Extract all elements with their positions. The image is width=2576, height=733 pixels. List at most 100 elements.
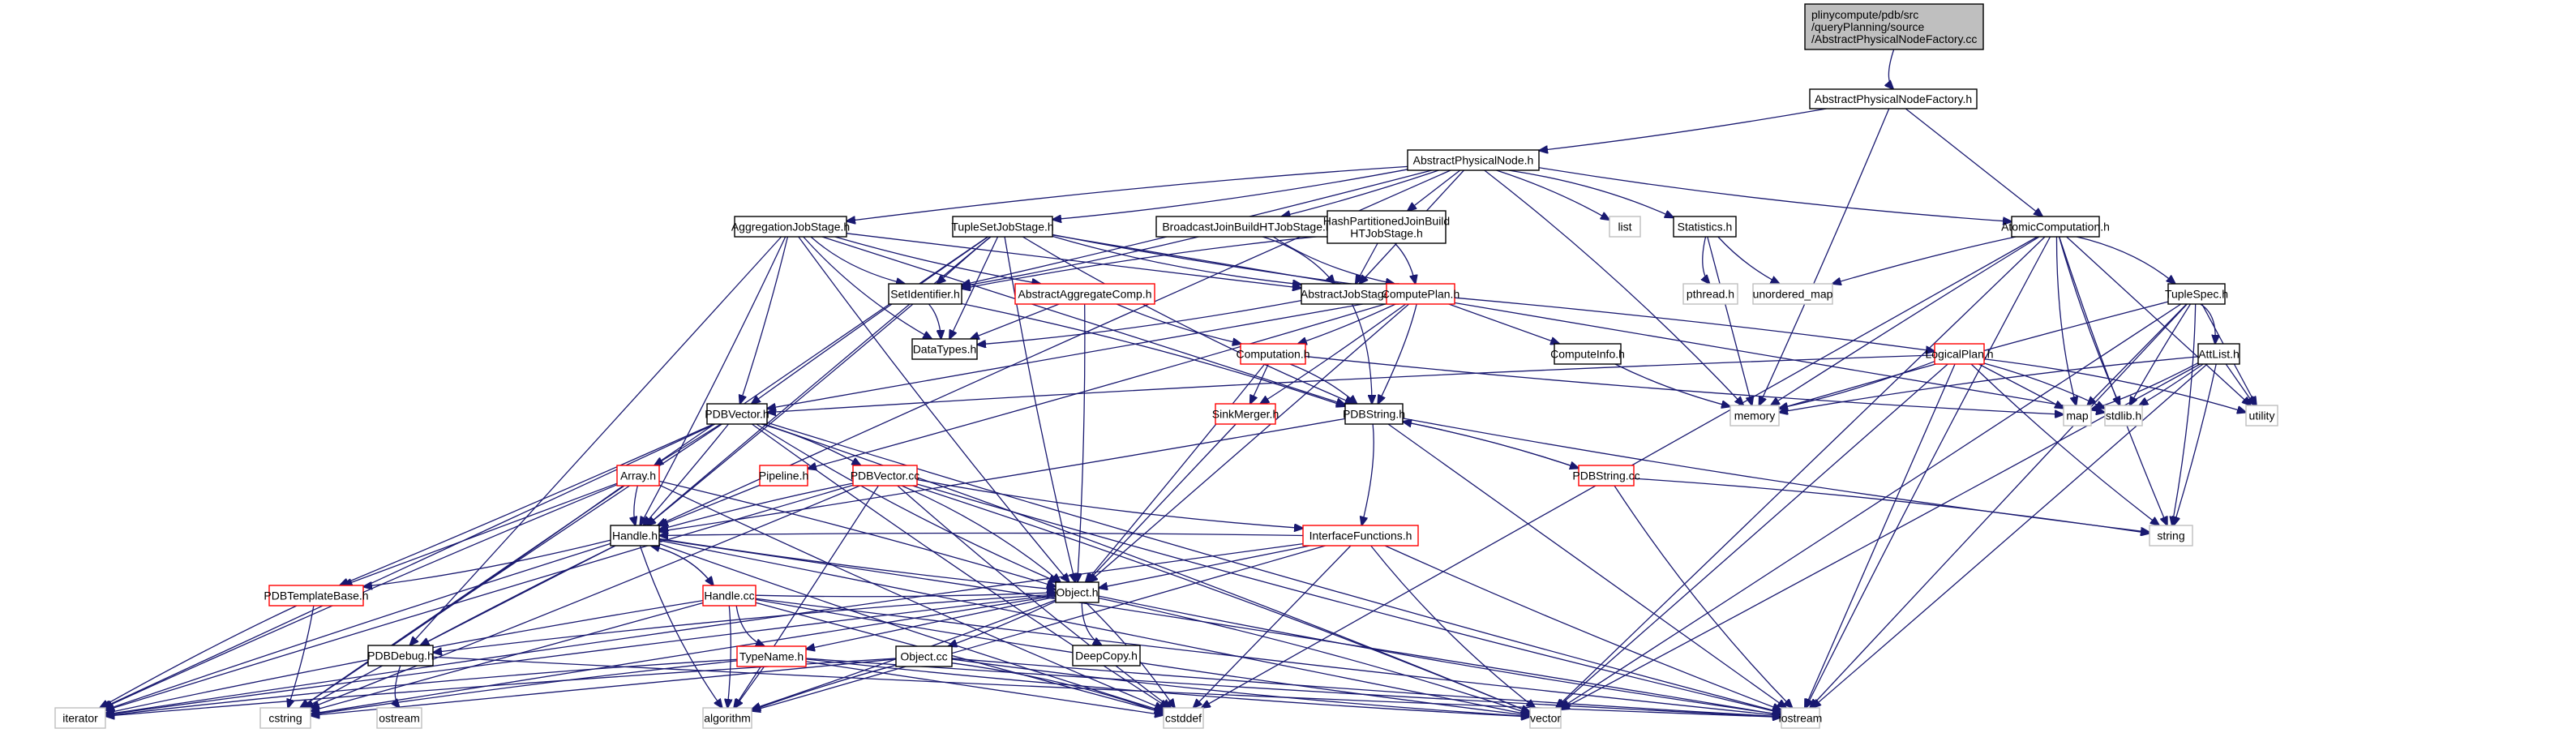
edge-pdbveccc-to-object <box>901 485 1061 582</box>
node-string: string <box>2149 525 2193 547</box>
node-ostream: ostream <box>376 707 422 729</box>
edge-tspec-to-string <box>2172 303 2197 525</box>
node-ptbase[interactable]: PDBTemplateBase.h <box>264 585 369 607</box>
edge-object-to-objectcc <box>948 600 1057 646</box>
edge-cplan-to-pipeline <box>808 302 1387 469</box>
edge-pdbvec-to-handle <box>644 423 730 525</box>
node-label: HashPartitionedJoinBuild <box>1323 215 1450 228</box>
edge-handle-to-object <box>658 538 1056 589</box>
node-dtypes[interactable]: DataTypes.h <box>911 338 978 360</box>
edge-typename-to-cstddef <box>805 661 1164 715</box>
node-absjs[interactable]: AbstractJobStage.h <box>1301 283 1399 305</box>
edge-typename-to-iterator <box>105 658 738 715</box>
node-tsjs[interactable]: TupleSetJobStage.h <box>951 216 1054 238</box>
node-tspec[interactable]: TupleSpec.h <box>2165 283 2228 305</box>
edge-apn-to-ajs <box>847 165 1408 221</box>
node-ifuncs[interactable]: InterfaceFunctions.h <box>1302 525 1419 547</box>
edge-lplan-to-utility <box>1983 358 2246 413</box>
node-box <box>702 707 752 729</box>
node-atomic[interactable]: AtomicComputation.h <box>2001 216 2110 238</box>
edge-ifuncs-to-object <box>1099 545 1310 588</box>
node-cinfo[interactable]: ComputeInfo.h <box>1550 343 1625 365</box>
edge-handlecc-to-cstddef <box>755 602 1164 713</box>
edge-setid-to-pdbstr <box>961 302 1345 406</box>
node-box <box>1302 525 1419 547</box>
edge-ajs-to-object <box>798 236 1069 582</box>
edge-hpjb-to-cplan <box>1394 242 1415 284</box>
edge-sinkm-to-object <box>1087 423 1237 582</box>
node-box <box>888 283 962 305</box>
node-label: AtomicComputation.h <box>2001 221 2110 234</box>
node-label: PDBString.h <box>1343 408 1405 421</box>
edge-handle-to-ptbase <box>363 539 611 586</box>
node-apn[interactable]: AbstractPhysicalNode.h <box>1407 149 1540 171</box>
edge-tsjs-to-absjs <box>1052 235 1301 284</box>
edge-cplan-to-pdbvec <box>767 299 1387 409</box>
node-attlist[interactable]: AttList.h <box>2197 343 2240 365</box>
node-object[interactable]: Object.h <box>1055 581 1099 603</box>
edge-apn-to-stats <box>1508 169 1674 217</box>
node-box <box>911 338 978 360</box>
node-box <box>1554 343 1622 365</box>
node-cplan[interactable]: ComputePlan.h <box>1382 283 1460 305</box>
edge-pipeline-to-handle <box>659 484 761 525</box>
edge-root-to-apnf <box>1888 49 1893 89</box>
edge-attlist-to-memory <box>1779 356 2199 413</box>
edge-pdbveccc-to-vector <box>912 485 1530 713</box>
node-root[interactable]: plinycompute/pdb/src/queryPlanning/sourc… <box>1804 3 1984 50</box>
edge-aac-to-dtypes <box>971 303 1060 339</box>
node-pdbvec[interactable]: PDBVector.h <box>705 403 769 425</box>
node-label: vector <box>1530 712 1561 725</box>
edge-apnf-to-memory <box>1759 108 1890 405</box>
node-pdbstrcc[interactable]: PDBString.cc <box>1572 465 1640 487</box>
node-pdbveccc[interactable]: PDBVector.cc <box>851 465 920 487</box>
node-aac[interactable]: AbstractAggregateComp.h <box>1014 283 1155 305</box>
edge-setid-to-handle <box>647 303 914 525</box>
node-array[interactable]: Array.h <box>616 465 660 487</box>
edge-handlecc-to-object <box>755 593 1056 598</box>
edge-array-to-ptbase <box>344 482 618 585</box>
edge-array-to-iterator <box>104 484 618 708</box>
edge-cplan-to-pdbstr <box>1378 303 1417 404</box>
node-pipeline[interactable]: Pipeline.h <box>759 465 809 487</box>
node-deepcopy[interactable]: DeepCopy.h <box>1072 645 1141 667</box>
node-bjb[interactable]: BroadcastJoinBuildHTJobStage.h <box>1155 216 1339 238</box>
edge-array-to-cstddef <box>658 484 1164 709</box>
node-sinkm[interactable]: SinkMerger.h <box>1212 403 1279 425</box>
edge-setid-to-dtypes <box>928 303 941 339</box>
edge-object-to-pdbdebug <box>433 594 1057 653</box>
node-box <box>1072 645 1141 667</box>
node-label: TupleSetJobStage.h <box>951 221 1053 234</box>
edge-absjs-to-pdbstr <box>1351 303 1372 404</box>
node-label: stdlib.h <box>2106 409 2141 422</box>
node-box <box>1327 210 1447 244</box>
node-typename[interactable]: TypeName.h <box>736 645 807 667</box>
node-utility: utility <box>2245 405 2278 427</box>
edge-array-to-handle <box>634 485 638 525</box>
node-lplan[interactable]: LogicalPlan.h <box>1925 343 1994 365</box>
edge-ajs-to-pdbstr <box>821 236 1345 405</box>
node-pdbdebug[interactable]: PDBDebug.h <box>367 645 434 667</box>
edge-handlecc-to-algorithm <box>727 605 731 708</box>
node-box <box>1673 216 1737 238</box>
node-ajs[interactable]: AggregationJobStage.h <box>731 216 850 238</box>
edge-cplan-to-object <box>1089 303 1410 582</box>
edge-ifuncs-to-iostream <box>1384 545 1781 710</box>
node-pdbstr[interactable]: PDBString.h <box>1343 403 1405 425</box>
node-handle[interactable]: Handle.h <box>610 525 660 547</box>
edge-objectcc-to-iterator <box>105 658 897 716</box>
node-objectcc[interactable]: Object.cc <box>895 645 953 667</box>
node-apnf[interactable]: AbstractPhysicalNodeFactory.h <box>1809 88 1978 109</box>
edge-tsjs-to-cplan <box>1052 234 1387 288</box>
node-umap: unordered_map <box>1752 283 1833 305</box>
node-setid[interactable]: SetIdentifier.h <box>888 283 962 305</box>
edge-cplan-to-cinfo <box>1448 303 1559 344</box>
node-box <box>54 707 106 729</box>
edge-pdbdebug-to-iostream <box>432 656 1781 717</box>
node-stats[interactable]: Statistics.h <box>1673 216 1737 238</box>
node-label: algorithm <box>704 712 751 725</box>
node-comp[interactable]: Computation.h <box>1236 343 1310 365</box>
node-label: BroadcastJoinBuildHTJobStage.h <box>1162 221 1331 234</box>
node-handlecc[interactable]: Handle.cc <box>702 585 757 607</box>
